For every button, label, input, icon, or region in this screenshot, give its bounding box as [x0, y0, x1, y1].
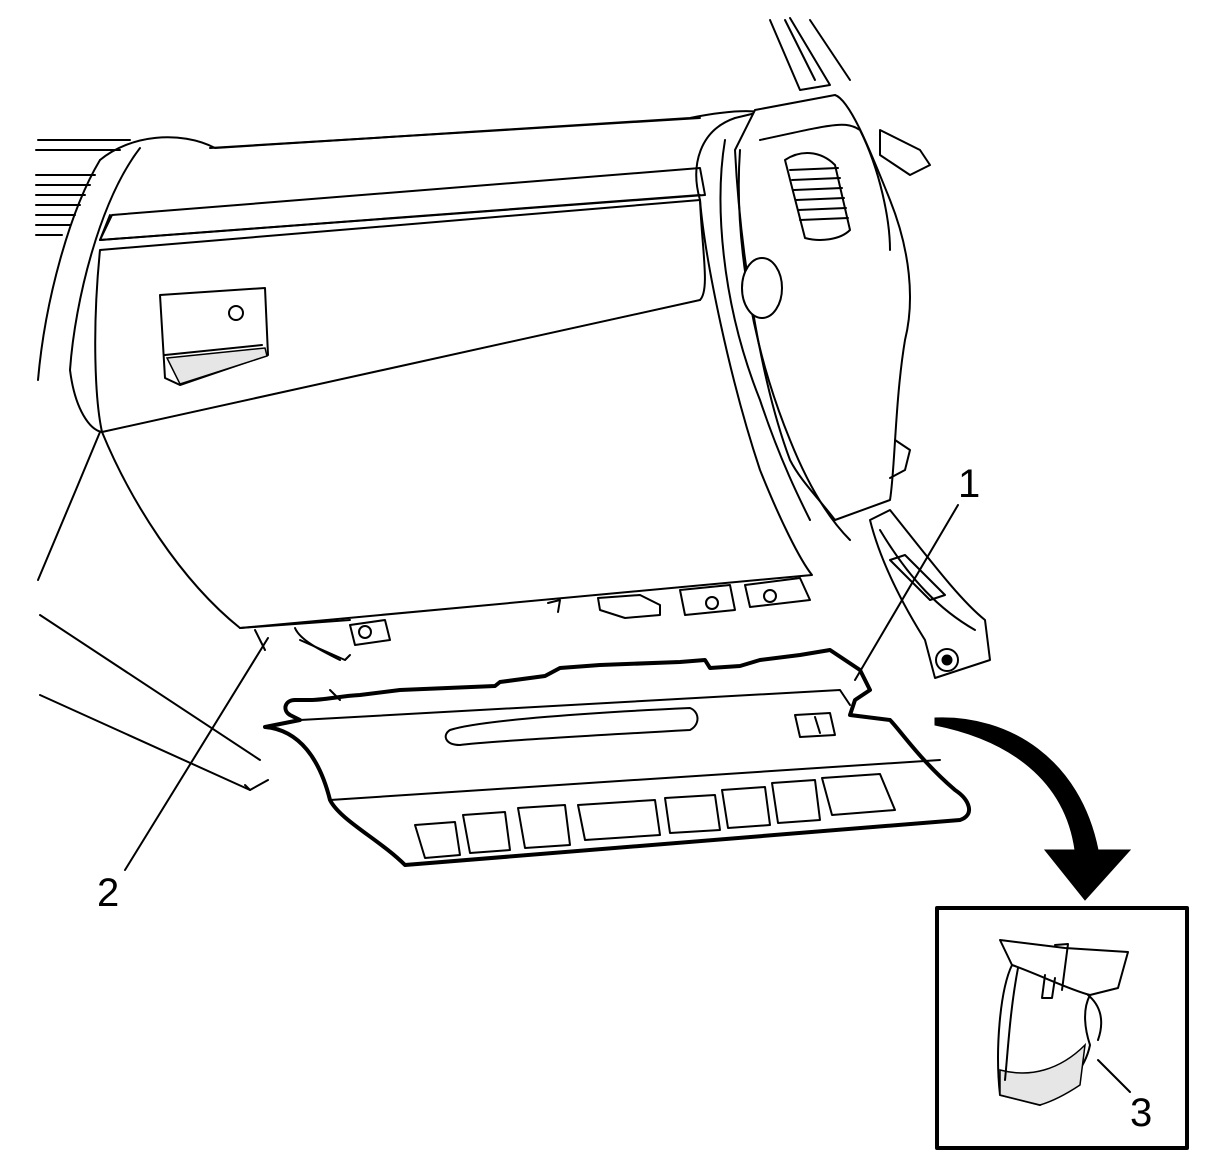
- left-vent-grille: [35, 139, 131, 236]
- retaining-clip: [997, 939, 1129, 1106]
- right-bracket: [869, 509, 991, 679]
- glovebox-handle: [159, 287, 269, 386]
- side-round-cap: [741, 257, 783, 319]
- underside-details: [239, 577, 811, 701]
- callout-2: 2: [97, 871, 119, 915]
- trim-panel-slots: [414, 773, 896, 859]
- lower-trim-panel: [263, 648, 971, 867]
- lower-trim-panel-outline: [263, 648, 971, 867]
- callout-1: 1: [958, 462, 980, 506]
- callout-3: 3: [1130, 1091, 1152, 1135]
- leader-line-1: [854, 504, 959, 681]
- leader-line-2: [124, 637, 269, 871]
- a-pillar: [769, 17, 831, 91]
- removal-direction-arrow: [934, 717, 1132, 901]
- clip-detail-inset: [935, 906, 1189, 1150]
- leader-line-3: [1097, 1059, 1131, 1093]
- instrument-panel: [35, 17, 991, 791]
- side-vent: [784, 152, 851, 241]
- trim-panel-handle-slot: [444, 707, 699, 746]
- dash-top-edge: [99, 110, 761, 161]
